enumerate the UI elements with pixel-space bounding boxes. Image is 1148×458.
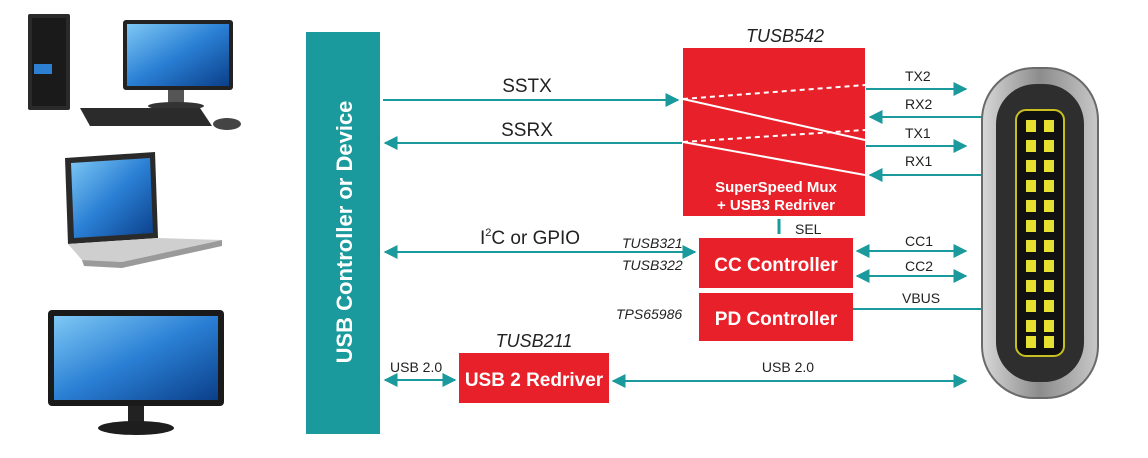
usb2-left-label: USB 2.0 xyxy=(390,359,442,375)
usb-controller-block: USB Controller or Device xyxy=(306,32,380,434)
redriver-label: USB 2 Redriver xyxy=(465,370,604,391)
usb2-right-label: USB 2.0 xyxy=(762,359,814,375)
signal-lines xyxy=(383,82,982,388)
redriver-part-number: TUSB211 xyxy=(496,331,573,351)
mux-block: TUSB542 SuperSpeed Mux + USB3 Redriver S… xyxy=(682,26,866,237)
desktop-computer-icon xyxy=(28,14,241,130)
rx2-label: RX2 xyxy=(905,96,932,112)
signal-labels: SSTX SSRX I2C or GPIO USB 2.0 USB 2.0 TX… xyxy=(390,68,940,375)
mux-part-number: TUSB542 xyxy=(746,26,824,46)
cc-part-number-2: TUSB322 xyxy=(622,257,683,273)
cc1-label: CC1 xyxy=(905,233,933,249)
tx2-label: TX2 xyxy=(905,68,931,84)
pd-controller-label: PD Controller xyxy=(715,309,838,330)
sstx-label: SSTX xyxy=(502,76,552,97)
cc-controller-label: CC Controller xyxy=(714,255,838,276)
mux-label-line2: + USB3 Redriver xyxy=(717,197,835,214)
ssrx-label: SSRX xyxy=(501,120,553,141)
i2c-label: I2C or GPIO xyxy=(480,227,580,249)
vbus-label: VBUS xyxy=(902,290,940,306)
cc2-label: CC2 xyxy=(905,258,933,274)
cc-controller-block: CC Controller TUSB321 TUSB322 xyxy=(622,235,853,288)
pd-controller-block: PD Controller TPS65986 xyxy=(616,293,853,341)
rx1-label: RX1 xyxy=(905,153,932,169)
laptop-icon xyxy=(65,152,222,268)
monitor-icon xyxy=(48,310,224,435)
pd-part-number: TPS65986 xyxy=(616,306,682,322)
tx1-label: TX1 xyxy=(905,125,931,141)
sel-label: SEL xyxy=(795,221,822,237)
cc-part-number-1: TUSB321 xyxy=(622,235,683,251)
usb2-redriver-block: TUSB211 USB 2 Redriver xyxy=(459,331,609,403)
usb-type-c-connector-icon xyxy=(981,67,1099,399)
usb-controller-label: USB Controller or Device xyxy=(332,101,357,364)
mux-label-line1: SuperSpeed Mux xyxy=(715,179,837,196)
